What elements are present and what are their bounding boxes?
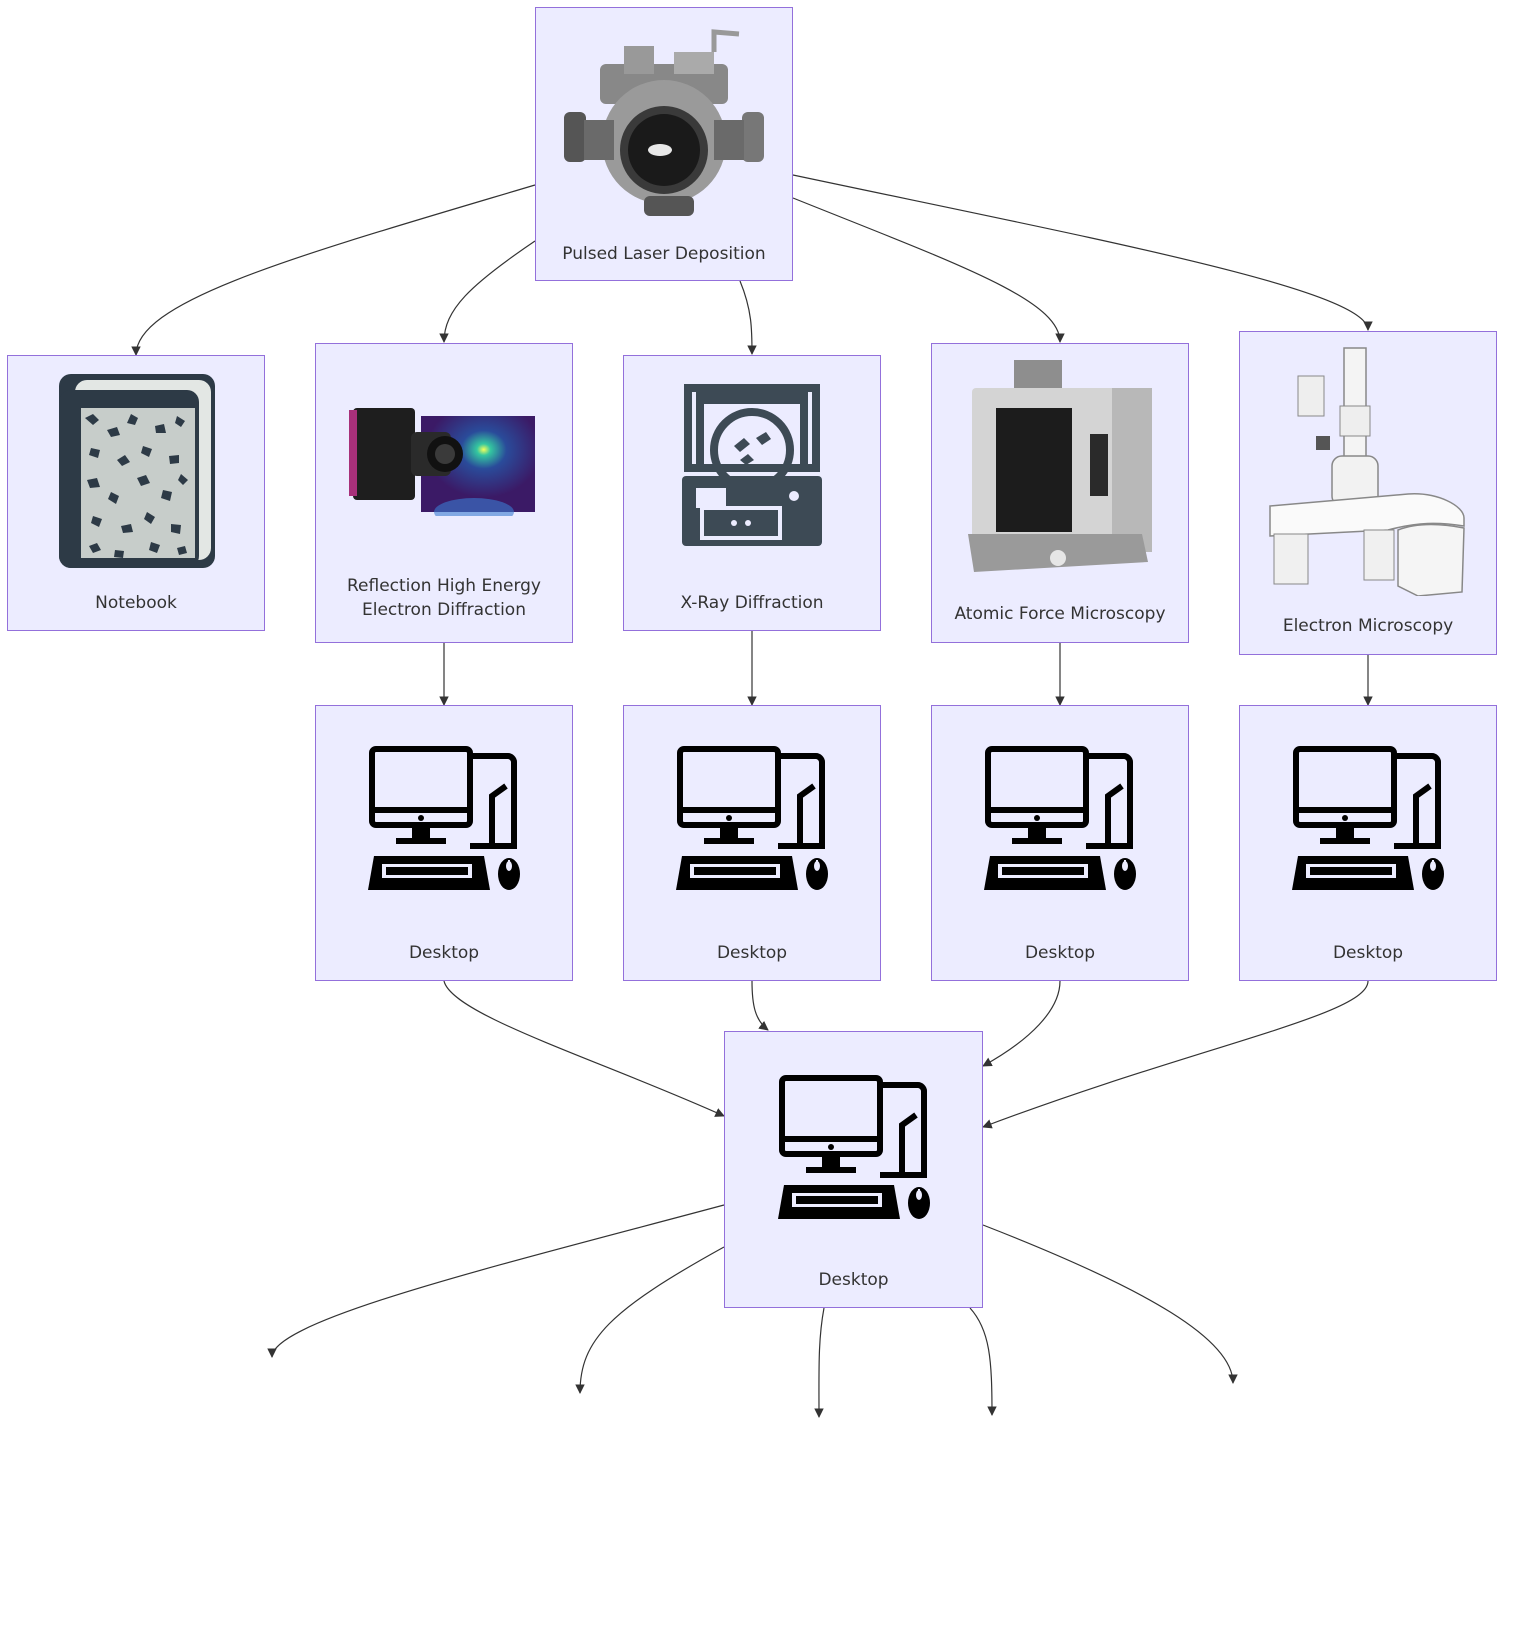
rheed-label: Reflection High Energy Electron Diffract… bbox=[322, 574, 566, 622]
edge-desktop-rheed-central bbox=[443, 980, 725, 1117]
edge-desktop-afm-central bbox=[982, 980, 1061, 1067]
edge-central-out-3 bbox=[814, 1307, 825, 1418]
desktop-label: Desktop bbox=[1332, 943, 1404, 963]
electron-microscope-icon bbox=[1240, 346, 1496, 596]
edge-pld-afm bbox=[792, 197, 1065, 343]
em-node[interactable]: Electron Microscopy bbox=[1239, 331, 1497, 655]
xrd-node[interactable]: X-Ray Diffraction bbox=[623, 355, 881, 631]
edge-pld-notebook bbox=[131, 184, 536, 356]
edge-central-out-1 bbox=[267, 1204, 725, 1358]
vacuum-chamber-icon bbox=[536, 24, 792, 224]
xray-diffractometer-icon bbox=[624, 384, 880, 546]
desktop-label: Desktop bbox=[716, 943, 788, 963]
desktop-central-node[interactable]: Desktop bbox=[724, 1031, 983, 1308]
desktop-xrd-node[interactable]: Desktop bbox=[623, 705, 881, 981]
desktop-afm-node[interactable]: Desktop bbox=[931, 705, 1189, 981]
edge-central-out-5 bbox=[982, 1224, 1238, 1384]
notebook-node[interactable]: Notebook bbox=[7, 355, 265, 631]
afm-label: Atomic Force Microscopy bbox=[954, 604, 1166, 624]
em-label: Electron Microscopy bbox=[1282, 616, 1454, 636]
desktop-label: Desktop bbox=[408, 943, 480, 963]
pld-label: Pulsed Laser Deposition bbox=[562, 244, 766, 264]
desktop-rheed-node[interactable]: Desktop bbox=[315, 705, 573, 981]
rheed-node[interactable]: Reflection High Energy Electron Diffract… bbox=[315, 343, 573, 643]
desktop-computer-icon bbox=[932, 746, 1188, 892]
notebook-label: Notebook bbox=[95, 593, 177, 613]
desktop-computer-icon bbox=[725, 1075, 982, 1221]
edge-pld-rheed bbox=[439, 240, 536, 343]
desktop-computer-icon bbox=[316, 746, 572, 892]
rheed-label-line-2: Electron Diffraction bbox=[362, 600, 526, 620]
rheed-label-line-1: Reflection High Energy bbox=[347, 576, 541, 596]
afm-instrument-icon bbox=[932, 358, 1188, 578]
edge-pld-xrd bbox=[739, 280, 757, 355]
edge-central-out-4 bbox=[969, 1307, 997, 1416]
pld-node[interactable]: Pulsed Laser Deposition bbox=[535, 7, 793, 281]
desktop-computer-icon bbox=[1240, 746, 1496, 892]
desktop-label: Desktop bbox=[1024, 943, 1096, 963]
camera-icon bbox=[316, 406, 572, 516]
xrd-label: X-Ray Diffraction bbox=[680, 593, 824, 613]
edge-desktop-em-central bbox=[982, 980, 1369, 1129]
desktop-computer-icon bbox=[624, 746, 880, 892]
edge-desktop-xrd-central bbox=[751, 980, 769, 1031]
edge-central-out-2 bbox=[575, 1246, 725, 1394]
edge-pld-em bbox=[792, 174, 1373, 331]
desktop-label: Desktop bbox=[818, 1270, 889, 1290]
notebook-icon bbox=[8, 370, 264, 570]
afm-node[interactable]: Atomic Force Microscopy bbox=[931, 343, 1189, 643]
desktop-em-node[interactable]: Desktop bbox=[1239, 705, 1497, 981]
